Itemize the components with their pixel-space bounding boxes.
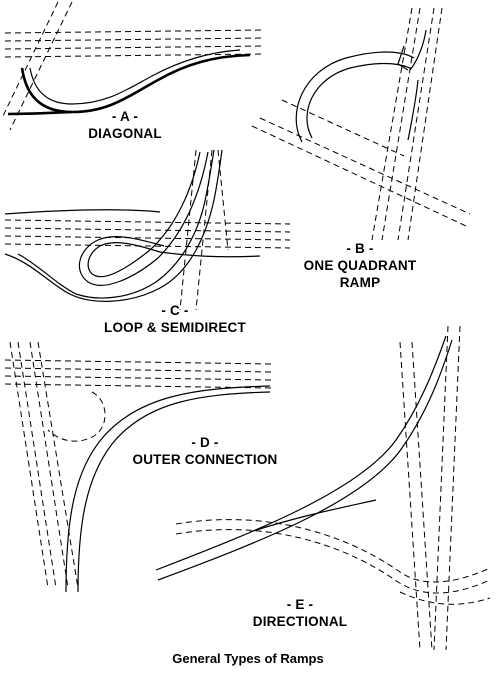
label-c: - C - LOOP & SEMIDIRECT bbox=[60, 302, 290, 336]
label-d-name: OUTER CONNECTION bbox=[132, 452, 278, 467]
label-e-name: DIRECTIONAL bbox=[252, 614, 348, 629]
diagram-a-diagonal bbox=[1, 1, 263, 131]
label-b-name: ONE QUADRANT bbox=[303, 258, 417, 273]
label-c-name: LOOP & SEMIDIRECT bbox=[104, 320, 246, 335]
label-d-letter: - D - bbox=[191, 435, 219, 450]
label-a: - A - DIAGONAL bbox=[70, 108, 180, 142]
diagram-d-outer-connection bbox=[4, 341, 273, 593]
label-b: - B - ONE QUADRANT RAMP bbox=[270, 240, 450, 291]
label-c-letter: - C - bbox=[161, 303, 189, 318]
diagram-b-one-quadrant bbox=[251, 7, 471, 241]
diagram-c-loop-semidirect bbox=[4, 149, 291, 311]
label-b-letter: - B - bbox=[346, 241, 374, 256]
label-a-name: DIAGONAL bbox=[88, 126, 162, 141]
figure-caption: General Types of Ramps bbox=[172, 651, 324, 666]
diagram-e-directional bbox=[155, 325, 491, 651]
label-d: - D - OUTER CONNECTION bbox=[100, 434, 310, 468]
label-a-letter: - A - bbox=[111, 109, 139, 124]
label-e-letter: - E - bbox=[286, 597, 314, 612]
label-e: - E - DIRECTIONAL bbox=[230, 596, 370, 630]
label-b-name2: RAMP bbox=[339, 275, 381, 290]
